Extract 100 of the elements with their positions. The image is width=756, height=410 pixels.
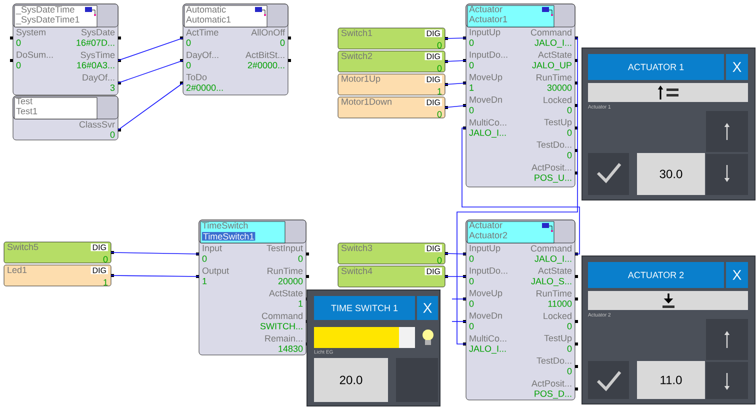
port-name: Locked: [544, 312, 572, 320]
block-type: Actuator: [469, 222, 502, 228]
port-value: JALO_S...: [531, 278, 572, 286]
port-name: Command: [530, 245, 572, 252]
port-name: InputUp: [470, 29, 500, 38]
port-value: 0: [567, 322, 572, 330]
connection-line: [462, 128, 580, 254]
port-name: Locked: [544, 96, 572, 104]
signal-name: Motor1Down: [342, 98, 392, 105]
title-bar: ACTUATOR 1: [588, 54, 724, 80]
connection-line: [452, 298, 466, 300]
port-name: AllOnOff: [251, 29, 286, 36]
port-name: RunTime: [268, 268, 303, 274]
type-tag: DIG: [424, 30, 442, 38]
port-value: 0: [469, 40, 474, 46]
port-value: 14830: [278, 345, 303, 352]
type-tag: DIG: [424, 98, 442, 106]
connection-line: [444, 276, 466, 277]
port-value: 30000: [547, 84, 572, 91]
port-name: DayOf...: [186, 52, 218, 60]
port-name: DayOf...: [82, 74, 114, 82]
port-value: JALO_I...: [469, 130, 506, 138]
type-tag: DIG: [424, 76, 442, 84]
port-value: JALO_I...: [534, 256, 572, 264]
port-value: 0: [469, 300, 474, 307]
connection-line: [456, 38, 578, 344]
close-button: X: [726, 262, 748, 288]
port-name: RunTime: [536, 290, 572, 297]
port-name: SysTime: [80, 52, 115, 60]
port-value: 0: [16, 40, 21, 46]
port-name: TestUp: [544, 119, 572, 128]
port-name: RunTime: [536, 74, 572, 81]
instance-name: Actuator1: [469, 16, 508, 22]
connection-line: [118, 38, 184, 61]
port-value: 16#07D...: [76, 40, 114, 46]
port-name: MoveUp: [470, 290, 502, 298]
port-value: 0: [186, 62, 191, 68]
port-name: TestUp: [544, 335, 572, 344]
signal-name: Switch5: [7, 244, 38, 250]
connection-line: [444, 38, 466, 39]
signal-name: Switch2: [341, 52, 372, 60]
close-button: X: [417, 296, 438, 320]
port-name: MoveUp: [470, 74, 502, 82]
signal-value: 1: [104, 279, 108, 286]
connection-line: [444, 253, 466, 254]
port-name: DoSum...: [16, 52, 53, 58]
port-value: 0: [186, 40, 191, 46]
port-value: 1: [470, 84, 474, 91]
port-name: System: [16, 29, 46, 38]
signal-value: 0: [103, 256, 108, 262]
port-name: ActTime: [186, 29, 218, 36]
signal-value: 0: [437, 65, 442, 72]
block-type: _SysDateTime: [16, 6, 74, 14]
port-value: 0: [469, 322, 474, 330]
port-name: InputUp: [470, 245, 500, 254]
instance-name: _SysDateTime1: [16, 16, 80, 24]
signal-value: 0: [437, 111, 442, 118]
port-value: 16#0A3...: [77, 62, 114, 68]
connection-line: [118, 60, 184, 84]
port-name: ActPosit...: [532, 380, 572, 387]
port-value: JALO_UP: [532, 62, 572, 70]
port-value: 0: [469, 256, 474, 262]
port-name: Output: [202, 268, 229, 276]
port-value: 0: [567, 152, 572, 158]
port-value: 0: [469, 62, 474, 68]
port-name: SysDate: [81, 29, 115, 38]
port-name: Input: [202, 245, 222, 254]
port-name: ActBitSt...: [246, 52, 284, 58]
port-name: ActPosit...: [532, 164, 572, 171]
port-name: ActState: [538, 268, 572, 274]
signal-value: 0: [437, 257, 442, 264]
port-name: MoveDn: [470, 312, 502, 319]
port-value: 0: [567, 130, 572, 136]
port-value: 0: [567, 107, 572, 114]
port-value: 1: [298, 300, 303, 307]
value-field: 30.0: [637, 153, 705, 195]
port-name: TestInput: [266, 245, 303, 254]
port-value: 0: [567, 345, 572, 352]
port-name: TestDo...: [536, 358, 572, 364]
port-value: 0: [469, 278, 474, 284]
port-value: JALO_I...: [469, 345, 506, 354]
port-value: POS_D...: [534, 390, 572, 399]
connection-line: [444, 60, 466, 62]
port-name: ToDo: [186, 74, 207, 80]
port-value: 11000: [548, 300, 572, 307]
instance-name: Automatic1: [186, 16, 231, 23]
port-value: 0: [280, 40, 285, 46]
port-value: 0: [110, 132, 115, 138]
port-name: InputDo...: [470, 52, 508, 60]
value-field: 20.0: [314, 358, 388, 402]
port-value: 20000: [278, 278, 303, 284]
signal-name: Switch4: [341, 268, 372, 274]
close-button: X: [726, 54, 748, 80]
block-type: Test: [16, 98, 32, 104]
port-value: 0: [16, 62, 21, 68]
port-value: 0: [567, 368, 572, 374]
signal-name: Led1: [8, 266, 27, 274]
port-name: InputDo...: [470, 268, 508, 276]
port-value: 0: [202, 256, 207, 262]
port-name: ActState: [538, 52, 572, 58]
